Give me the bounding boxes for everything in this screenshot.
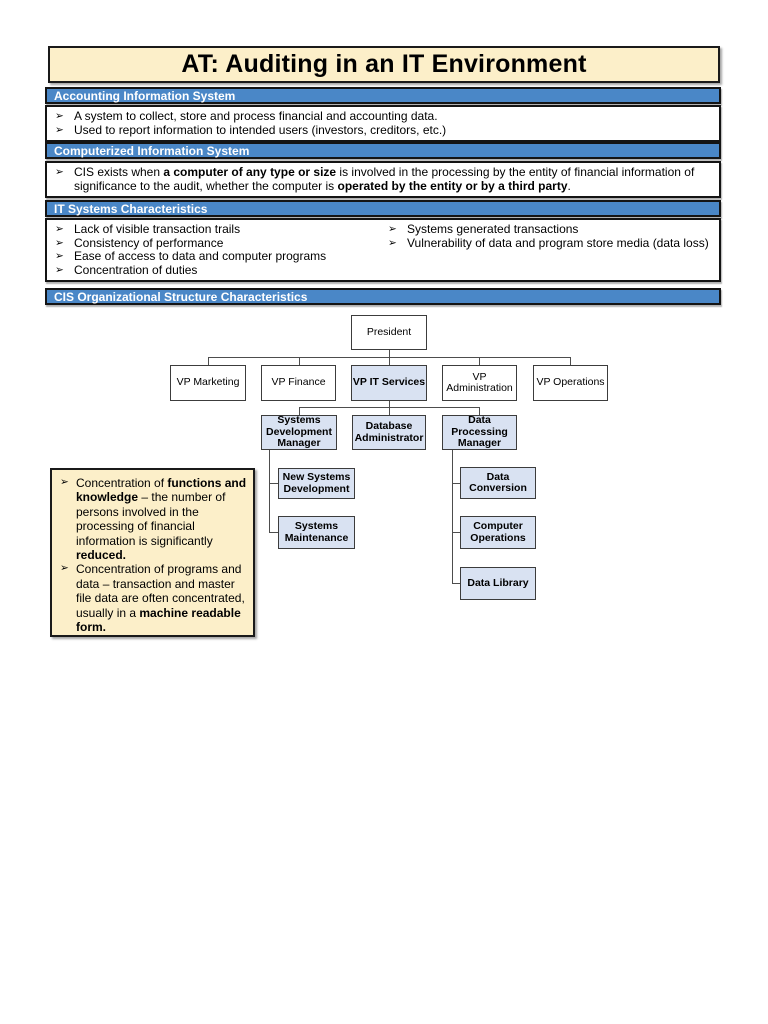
arrow-bullet-icon: ➢ (60, 476, 69, 488)
bullet-text: Concentration of functions and knowledge… (76, 476, 247, 563)
connector-line (452, 583, 460, 584)
org-node-vp-operations: VP Operations (533, 365, 608, 401)
arrow-bullet-icon: ➢ (60, 562, 69, 575)
org-node-president: President (351, 315, 427, 350)
bullet-item: ➢ Concentration of functions and knowled… (60, 476, 247, 562)
arrow-bullet-icon: ➢ (55, 263, 64, 276)
section-body-accounting-information-system: ➢ A system to collect, store and process… (45, 105, 721, 142)
arrow-bullet-icon: ➢ (55, 250, 64, 262)
connector-line (389, 407, 390, 415)
bullet-item: ➢ Used to report information to intended… (55, 122, 713, 138)
bullet-item: ➢ Concentration of programs and data – t… (60, 562, 247, 634)
connector-line (299, 357, 300, 365)
connector-line (479, 357, 480, 365)
org-node-data-processing-manager: Data Processing Manager (442, 415, 517, 450)
connector-line (208, 357, 209, 365)
connector-line (452, 450, 453, 583)
org-node-computer-operations: Computer Operations (460, 516, 536, 549)
connector-line (269, 450, 270, 533)
bullet-text: Consistency of performance (74, 235, 224, 250)
bullet-text: Systems generated transactions (407, 222, 579, 236)
org-node-new-systems-development: New Systems Development (278, 468, 355, 499)
bullet-text: Concentration of duties (74, 262, 198, 277)
arrow-bullet-icon: ➢ (55, 110, 64, 122)
bullet-item: ➢ Lack of visible transaction trails (55, 222, 388, 237)
connector-line (479, 407, 480, 415)
connector-line (452, 532, 460, 533)
bullet-text: A system to collect, store and process f… (74, 109, 438, 123)
org-node-vp-administration: VP Administration (442, 365, 517, 401)
arrow-bullet-icon: ➢ (388, 236, 397, 249)
bullet-text: Used to report information to intended u… (74, 122, 447, 137)
bullet-item: ➢ Systems generated transactions (388, 222, 713, 237)
right-column: ➢ Systems generated transactions ➢ Vulne… (388, 222, 713, 277)
bullet-text: Vulnerability of data and program store … (407, 235, 709, 250)
arrow-bullet-icon: ➢ (55, 223, 64, 235)
bullet-item: ➢ Concentration of duties (55, 262, 388, 278)
org-node-data-library: Data Library (460, 567, 536, 600)
org-node-data-conversion: Data Conversion (460, 467, 536, 499)
bullet-item: ➢ CIS exists when a computer of any type… (55, 165, 713, 193)
arrow-bullet-icon: ➢ (55, 123, 64, 136)
section-body-it-systems-characteristics: ➢ Lack of visible transaction trails ➢ C… (45, 218, 721, 282)
arrow-bullet-icon: ➢ (55, 166, 64, 178)
connector-line (452, 483, 460, 484)
bullet-item: ➢ Consistency of performance (55, 235, 388, 251)
connector-line (570, 357, 571, 365)
left-column: ➢ Lack of visible transaction trails ➢ C… (55, 222, 388, 278)
bullet-text: Lack of visible transaction trails (74, 222, 241, 236)
section-body-computerized-information-system: ➢ CIS exists when a computer of any type… (45, 161, 721, 198)
section-header-accounting-information-system: Accounting Information System (45, 87, 721, 104)
two-column-list: ➢ Lack of visible transaction trails ➢ C… (55, 222, 713, 278)
connector-line (389, 350, 390, 357)
bullet-item: ➢ Vulnerability of data and program stor… (388, 235, 713, 251)
bullet-text: CIS exists when a computer of any type o… (74, 165, 695, 193)
arrow-bullet-icon: ➢ (388, 223, 397, 235)
org-node-systems-development-manager: Systems Development Manager (261, 415, 337, 450)
connector-line (299, 407, 300, 415)
bullet-item: ➢ Ease of access to data and computer pr… (55, 249, 388, 264)
section-header-computerized-information-system: Computerized Information System (45, 142, 721, 159)
connector-line (389, 357, 390, 365)
org-node-vp-it-services: VP IT Services (351, 365, 427, 401)
connector-line (269, 483, 278, 484)
page-title: AT: Auditing in an IT Environment (48, 46, 720, 83)
connector-line (269, 532, 278, 533)
bullet-text: Ease of access to data and computer prog… (74, 249, 327, 263)
org-node-vp-marketing: VP Marketing (170, 365, 246, 401)
org-node-systems-maintenance: Systems Maintenance (278, 516, 355, 549)
org-node-database-administrator: Database Administrator (352, 415, 426, 450)
section-header-cis-organizational-structure: CIS Organizational Structure Characteris… (45, 288, 721, 305)
arrow-bullet-icon: ➢ (55, 236, 64, 249)
bullet-text: Concentration of programs and data – tra… (76, 562, 245, 635)
section-header-it-systems-characteristics: IT Systems Characteristics (45, 200, 721, 217)
bullet-item: ➢ A system to collect, store and process… (55, 109, 713, 124)
concentration-note-box: ➢ Concentration of functions and knowled… (50, 468, 255, 637)
org-node-vp-finance: VP Finance (261, 365, 336, 401)
connector-line (389, 401, 390, 407)
